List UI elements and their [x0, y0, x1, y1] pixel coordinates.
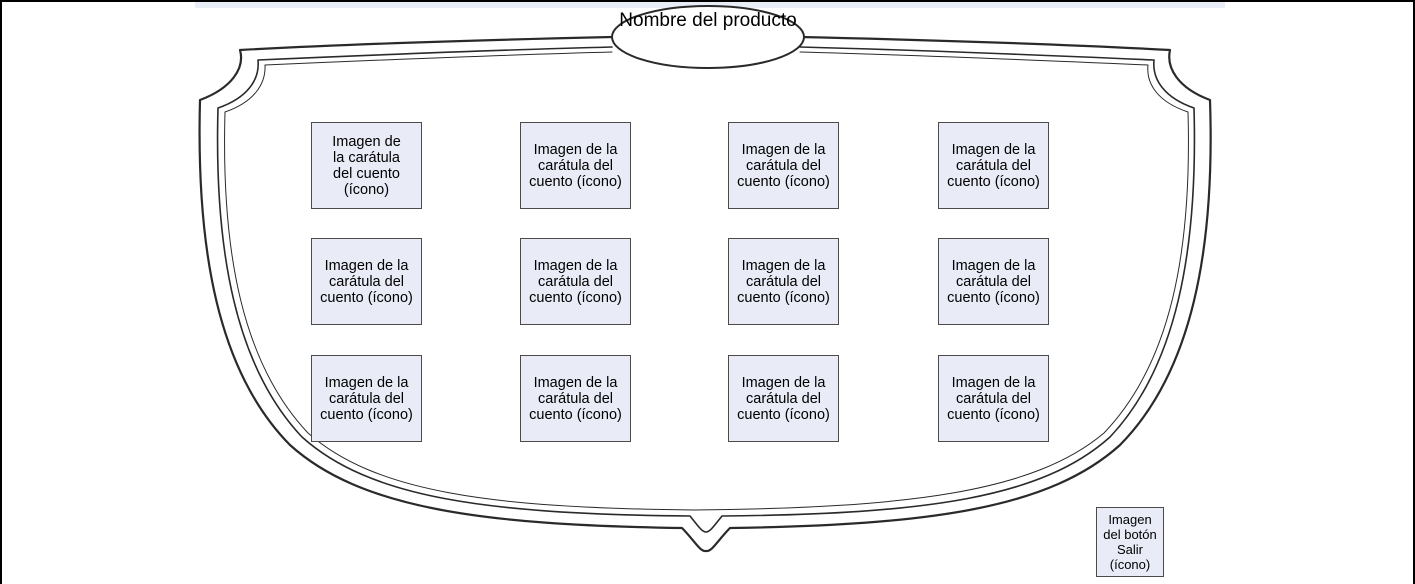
story-cover-icon-5[interactable]: Imagen de la carátula del cuento (ícono) — [311, 238, 422, 325]
top-shade — [195, 2, 1225, 8]
story-cover-icon-2[interactable]: Imagen de la carátula del cuento (ícono) — [520, 122, 631, 209]
exit-button[interactable]: Imagen del botón Salir (ícono) — [1096, 507, 1164, 577]
story-cover-icon-3[interactable]: Imagen de la carátula del cuento (ícono) — [728, 122, 839, 209]
story-cover-icon-7[interactable]: Imagen de la carátula del cuento (ícono) — [728, 238, 839, 325]
story-cover-icon-9[interactable]: Imagen de la carátula del cuento (ícono) — [311, 355, 422, 442]
title-ellipse — [611, 5, 805, 69]
story-cover-icon-1[interactable]: Imagen de la carátula del cuento (ícono) — [311, 122, 422, 209]
story-cover-icon-10[interactable]: Imagen de la carátula del cuento (ícono) — [520, 355, 631, 442]
product-title: Nombre del producto — [619, 10, 797, 31]
story-cover-icon-4[interactable]: Imagen de la carátula del cuento (ícono) — [938, 122, 1049, 209]
story-cover-icon-8[interactable]: Imagen de la carátula del cuento (ícono) — [938, 238, 1049, 325]
story-cover-icon-12[interactable]: Imagen de la carátula del cuento (ícono) — [938, 355, 1049, 442]
story-cover-icon-6[interactable]: Imagen de la carátula del cuento (ícono) — [520, 238, 631, 325]
story-cover-icon-11[interactable]: Imagen de la carátula del cuento (ícono) — [728, 355, 839, 442]
